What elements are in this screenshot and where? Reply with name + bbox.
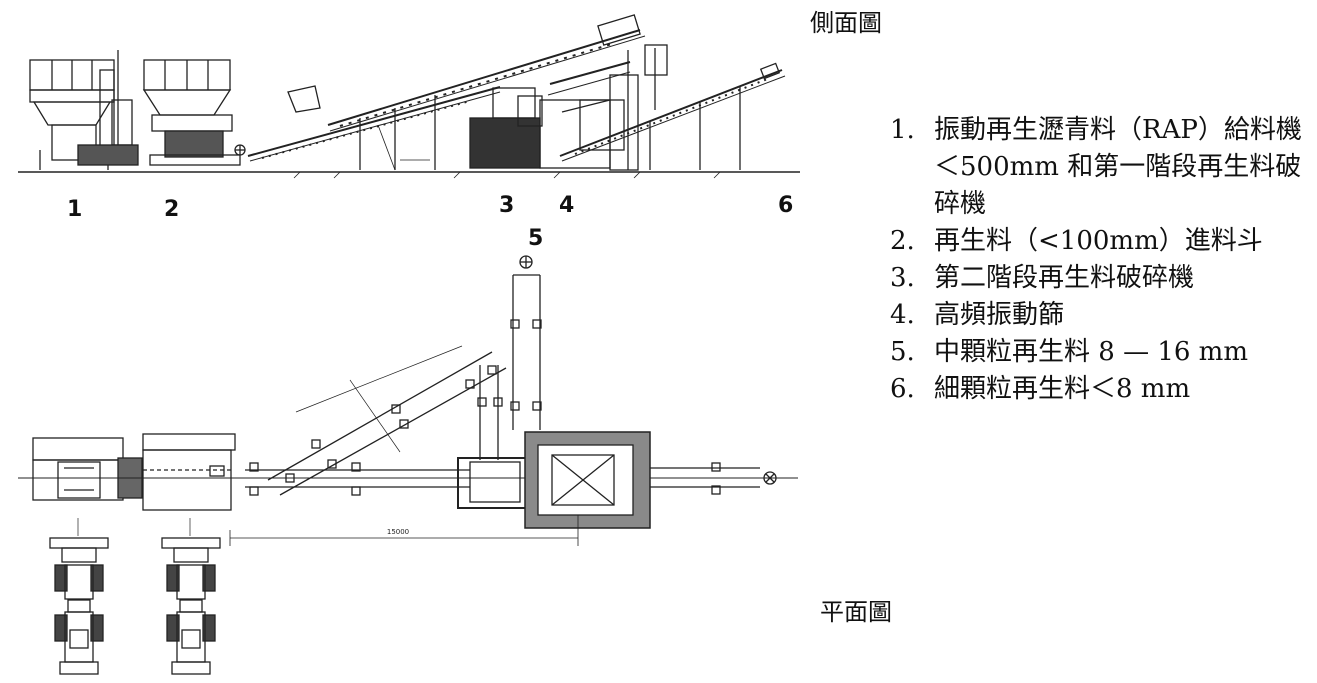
callout-3: 3 <box>499 193 515 218</box>
legend-text: 振動再生瀝青料（RAP）給料機＜500mm 和第一階段再生料破碎機 <box>934 115 1302 219</box>
legend-text: 高頻振動篩 <box>934 300 1065 330</box>
legend-item: 6. 細顆粒再生料＜8 mm <box>890 371 1315 408</box>
callout-5: 5 <box>528 226 544 251</box>
callout-2: 2 <box>164 197 180 222</box>
side-view <box>18 14 800 179</box>
rap-feeder-side <box>29 50 139 170</box>
legend-text: 中顆粒再生料 8 — 16 mm <box>934 337 1248 367</box>
callout-4: 4 <box>559 193 575 218</box>
legend-item: 3. 第二階段再生料破碎機 <box>890 260 1315 297</box>
legend-item: 2. 再生料（<100mm）進料斗 <box>890 223 1315 260</box>
dimension-label: 15000 <box>387 528 409 536</box>
legend-item: 4. 高頻振動篩 <box>890 297 1315 334</box>
legend-text: 細顆粒再生料＜8 mm <box>934 374 1191 404</box>
legend-number: 5. <box>890 337 915 367</box>
callout-6: 6 <box>778 193 794 218</box>
legend-text: 第二階段再生料破碎機 <box>934 263 1195 293</box>
legend-item: 1. 振動再生瀝青料（RAP）給料機＜500mm 和第一階段再生料破碎機 <box>890 112 1315 223</box>
side-view-title: 側面圖 <box>810 9 882 37</box>
legend-number: 1. <box>890 115 915 145</box>
crusher-screen-side <box>469 44 668 171</box>
legend-list: 1. 振動再生瀝青料（RAP）給料機＜500mm 和第一階段再生料破碎機 2. 再生… <box>890 112 1315 408</box>
legend-text: 再生料（<100mm）進料斗 <box>934 226 1263 256</box>
wheel-loader-2 <box>161 537 221 675</box>
legend-number: 6. <box>890 374 915 404</box>
legend-number: 2. <box>890 226 915 256</box>
wheel-loader-1 <box>49 537 109 675</box>
legend-item: 5. 中顆粒再生料 8 — 16 mm <box>890 334 1315 371</box>
legend-number: 4. <box>890 300 915 330</box>
feed-hopper-side <box>142 59 246 166</box>
plan-view-title: 平面圖 <box>820 598 892 626</box>
legend-number: 3. <box>890 263 915 293</box>
plan-view: 15000 <box>18 255 798 675</box>
callout-1: 1 <box>67 197 83 222</box>
plant-drawing: 15000 <box>18 14 800 675</box>
